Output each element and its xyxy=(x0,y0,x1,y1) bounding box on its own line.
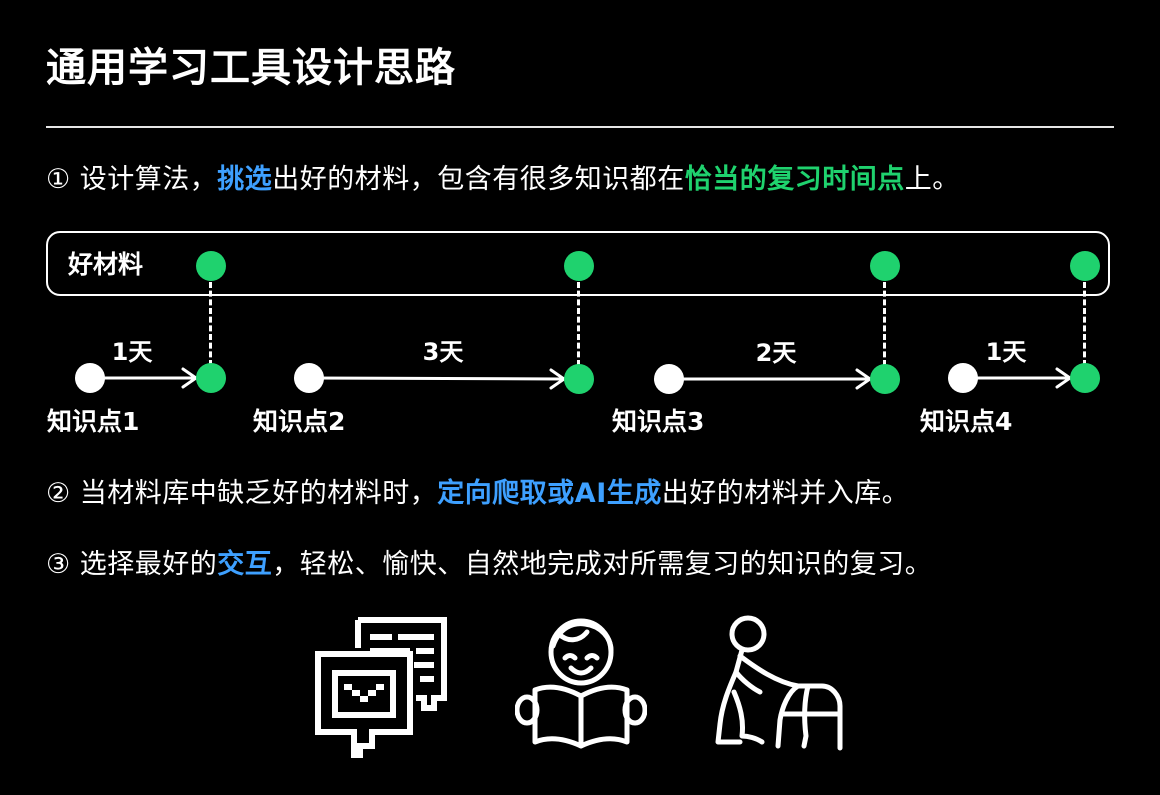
chat-bubbles-icon xyxy=(315,617,447,758)
point-2-highlight: 定向爬取或AI生成 xyxy=(437,478,662,509)
title-divider xyxy=(46,126,1114,128)
walker-person-icon xyxy=(715,615,843,751)
arrow-2-shaft xyxy=(307,376,565,381)
knowledge-point-label-2: 知识点2 xyxy=(253,407,346,436)
point-1-highlight-timing: 恰当的复习时间点 xyxy=(684,164,905,195)
page-title: 通用学习工具设计思路 xyxy=(46,45,456,91)
reading-person-icon xyxy=(515,618,647,749)
point-1-middle: 出好的材料，包含有很多知识都在 xyxy=(272,164,685,195)
material-point-3 xyxy=(870,251,900,281)
knowledge-point-2-start xyxy=(294,363,324,393)
interval-label-1: 1天 xyxy=(111,338,153,366)
good-material-label: 好材料 xyxy=(68,250,144,279)
knowledge-point-label-1: 知识点1 xyxy=(47,407,140,436)
point-2-suffix: 出好的材料并入库。 xyxy=(661,478,910,509)
point-1-text: ① 设计算法，挑选出好的材料，包含有很多知识都在恰当的复习时间点上。 xyxy=(46,160,960,200)
interval-label-3: 2天 xyxy=(755,339,797,367)
material-point-1 xyxy=(196,251,226,281)
knowledge-point-label-3: 知识点3 xyxy=(612,407,705,436)
point-3-suffix: ，轻松、愉快、自然地完成对所需复习的知识的复习。 xyxy=(272,549,933,580)
review-point-1 xyxy=(196,363,226,393)
interval-label-4: 1天 xyxy=(985,338,1027,366)
point-3-highlight: 交互 xyxy=(217,549,273,580)
point-2-text: ② 当材料库中缺乏好的材料时，定向爬取或AI生成出好的材料并入库。 xyxy=(46,474,909,514)
point-3-text: ③ 选择最好的交互，轻松、愉快、自然地完成对所需复习的知识的复习。 xyxy=(46,545,932,585)
point-3-prefix: ③ 选择最好的 xyxy=(46,549,218,580)
review-point-4 xyxy=(1070,363,1100,393)
point-2-prefix: ② 当材料库中缺乏好的材料时， xyxy=(46,478,438,509)
review-point-2 xyxy=(564,364,594,394)
point-1-suffix: 上。 xyxy=(904,164,960,195)
review-point-3 xyxy=(870,364,900,394)
knowledge-point-label-4: 知识点4 xyxy=(920,407,1013,436)
knowledge-point-1-start xyxy=(75,363,105,393)
material-point-4 xyxy=(1070,251,1100,281)
knowledge-point-4-start xyxy=(948,363,978,393)
connector-line-3 xyxy=(883,282,886,366)
interval-label-2: 3天 xyxy=(422,338,464,366)
point-1-prefix: ① 设计算法， xyxy=(46,164,218,195)
point-1-highlight-select: 挑选 xyxy=(217,164,273,195)
connector-line-4 xyxy=(1083,282,1086,366)
material-point-2 xyxy=(564,251,594,281)
connector-line-1 xyxy=(209,282,212,366)
knowledge-point-3-start xyxy=(654,364,684,394)
connector-line-2 xyxy=(577,282,580,366)
